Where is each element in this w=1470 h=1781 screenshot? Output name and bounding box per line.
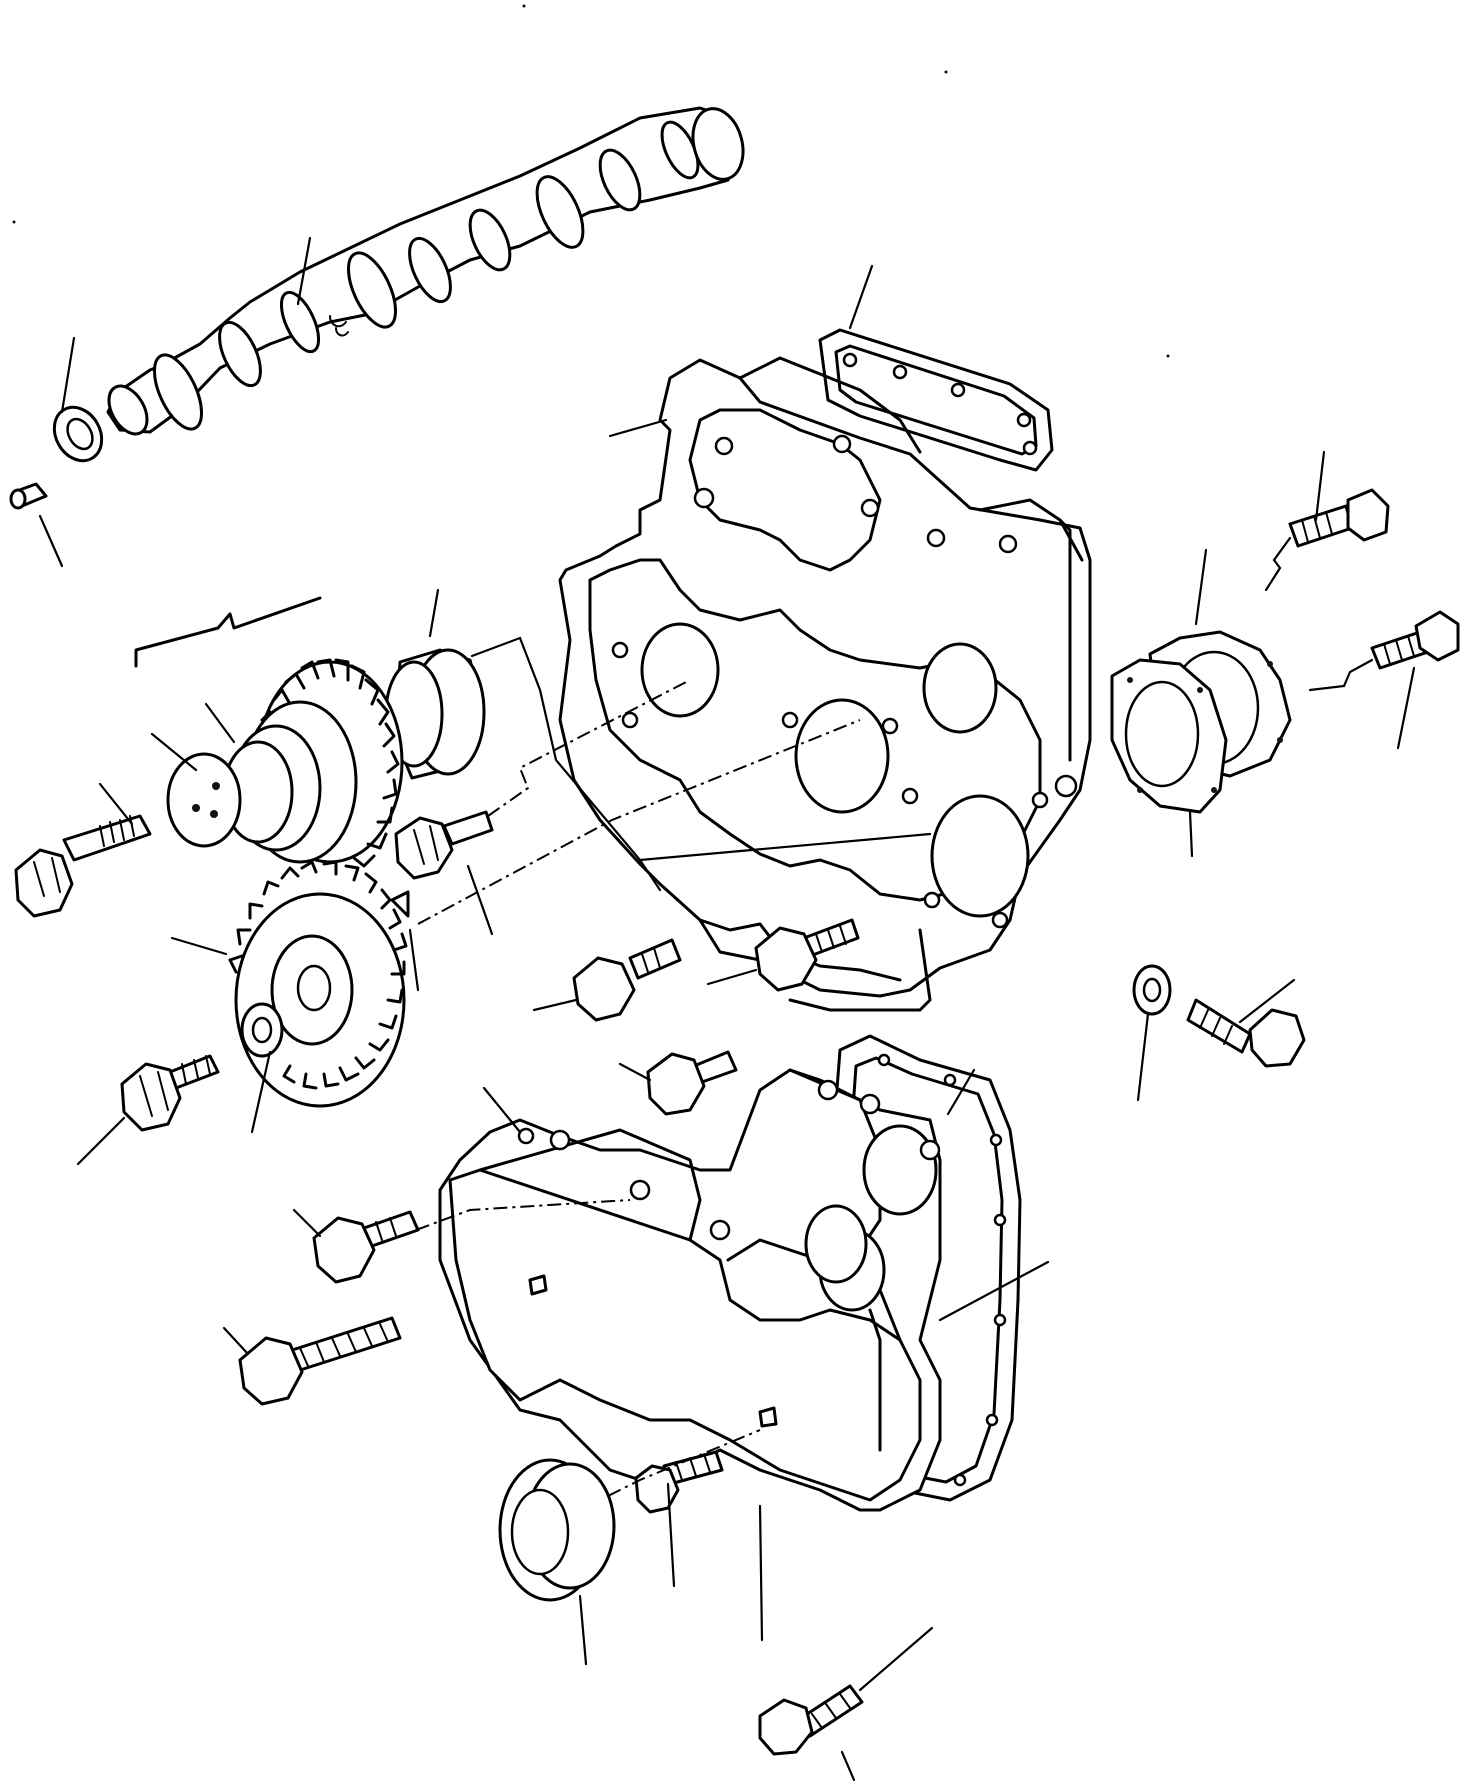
hex-flange-bolt xyxy=(646,1050,738,1116)
hex-flange-bolt xyxy=(572,938,682,1022)
idler-bolt xyxy=(120,1054,220,1132)
hex-flange-bolt xyxy=(758,1684,864,1756)
housing-outline-line xyxy=(470,636,662,892)
scan-speck xyxy=(944,70,948,74)
dowel-pin xyxy=(9,482,48,510)
housing-outline-line xyxy=(638,832,932,862)
timing-gear-housing xyxy=(558,356,1092,1012)
bolt-connector-line xyxy=(1308,658,1374,692)
woodruff-key xyxy=(390,890,410,918)
hex-flange-bolt xyxy=(394,810,494,880)
assembly-centerline xyxy=(487,679,691,817)
hex-flange-bolt xyxy=(634,1450,724,1514)
idler-gear xyxy=(228,860,408,1108)
gear-retaining-plate xyxy=(166,752,242,848)
idler-thrust-washer xyxy=(240,1002,284,1058)
hex-flange-bolt xyxy=(1370,610,1460,670)
hex-bolt-with-washer xyxy=(1186,998,1306,1068)
crankshaft-seal xyxy=(498,1458,616,1602)
assembly-centerline xyxy=(415,1199,631,1231)
hex-flange-bolt xyxy=(1288,488,1390,548)
timing-cover xyxy=(438,1068,942,1512)
scan-speck xyxy=(522,4,526,8)
bolt-connector-line xyxy=(1264,536,1292,592)
camshaft xyxy=(106,106,745,436)
camshaft-gear-assembly xyxy=(222,658,404,868)
assembly-centerline xyxy=(607,1429,761,1497)
scan-speck xyxy=(12,220,16,224)
leader-lines xyxy=(38,236,1416,1781)
hex-flange-bolt xyxy=(754,918,860,992)
gear-bolt xyxy=(14,814,152,918)
hex-flange-bolt xyxy=(312,1210,420,1284)
hex-flange-bolt xyxy=(238,1316,402,1406)
assembly-brace xyxy=(134,596,322,668)
assembly-centerline xyxy=(417,719,861,925)
pump-adapter-gasket xyxy=(1110,630,1292,814)
camshaft-thrust-washer xyxy=(52,405,104,463)
washer xyxy=(1132,964,1172,1016)
scan-speck xyxy=(1166,354,1170,358)
housing-gasket xyxy=(818,328,1054,472)
